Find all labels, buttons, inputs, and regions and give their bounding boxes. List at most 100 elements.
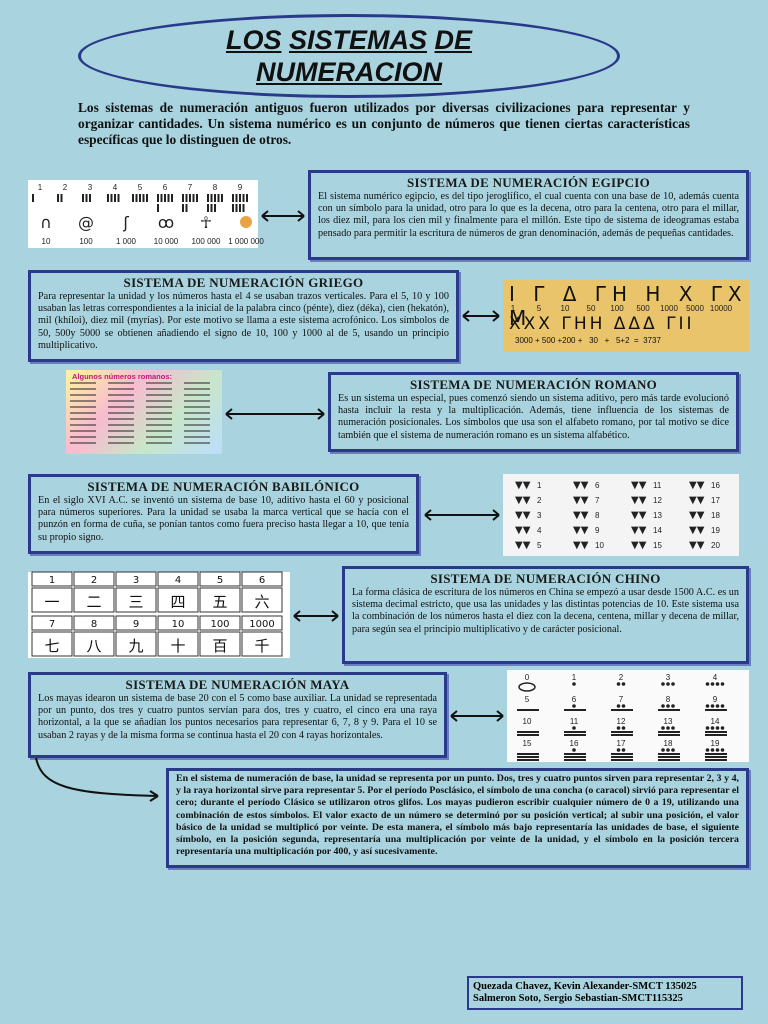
maya-dot	[572, 704, 576, 708]
egyptian-top-number: 6	[163, 183, 168, 192]
egyptian-stroke	[32, 194, 34, 202]
roman-table-entry	[108, 430, 134, 432]
egyptian-glyph: @	[78, 213, 94, 232]
maya-number: 9	[713, 695, 718, 704]
title-word: DE	[434, 25, 473, 55]
roman-table-entry	[146, 418, 172, 420]
maya-dot	[705, 748, 710, 752]
cuneiform-glyph: ▼▼	[689, 540, 705, 551]
babylonian-number: 16	[711, 481, 720, 490]
maya-bar	[705, 709, 727, 711]
griego-box: SISTEMA DE NUMERACIÓN GRIEGO Para repres…	[28, 270, 459, 362]
maya-dot	[572, 726, 576, 730]
chinese-number: 6	[259, 575, 265, 586]
maya-number: 1	[572, 673, 577, 682]
greek-value: 10000	[710, 304, 733, 313]
maya-box: SISTEMA DE NUMERACIÓN MAYA Los mayas ide…	[28, 672, 447, 758]
babylonian-number: 1	[537, 481, 542, 490]
maya-bar	[564, 756, 586, 758]
egyptian-stroke	[85, 194, 88, 202]
egipcio-box: SISTEMA DE NUMERACIÓN EGIPCIO El sistema…	[308, 170, 749, 260]
babylonian-number: 10	[595, 541, 604, 550]
egyptian-glyph: ꝏ	[158, 213, 174, 232]
maya-bar	[611, 759, 633, 761]
egyptian-stroke	[185, 204, 188, 212]
roman-table-entry	[108, 388, 134, 390]
griego-text: Para representar la unidad y los números…	[38, 291, 449, 351]
chinese-character: 八	[86, 637, 101, 655]
egyptian-stroke	[89, 194, 91, 202]
maya-bar	[658, 753, 680, 755]
chinese-character: 七	[44, 637, 59, 655]
chinese-cell	[157, 571, 199, 587]
roman-table-entry	[70, 412, 96, 414]
egyptian-stroke	[57, 194, 59, 202]
greek-value: 1000	[660, 304, 678, 313]
egyptian-glyph	[240, 216, 252, 228]
babylonian-number: 3	[537, 511, 542, 520]
chinese-number: 2	[91, 575, 97, 586]
roman-table-entry	[70, 442, 96, 444]
roman-table-entry	[146, 424, 172, 426]
maya-dot	[666, 726, 670, 730]
maya-dot	[621, 726, 626, 730]
cuneiform-glyph: ▼▼	[515, 480, 531, 491]
egyptian-top-number: 1	[38, 183, 43, 192]
title-word: LOS	[225, 25, 282, 55]
maya-dot	[720, 682, 725, 686]
egyptian-bottom-number: 1 000 000	[228, 237, 264, 246]
maya-dot	[705, 726, 710, 730]
chinese-cell	[241, 571, 283, 587]
maya-bar	[517, 759, 539, 761]
roman-table-entry	[184, 406, 210, 408]
egyptian-stroke	[182, 194, 184, 202]
babylonian-number: 19	[711, 526, 720, 535]
roman-table-entry	[146, 412, 172, 414]
cuneiform-glyph: ▼▼	[631, 480, 647, 491]
maya-bar	[658, 756, 680, 758]
maya-bar	[611, 756, 633, 758]
maya-number: 16	[570, 739, 579, 748]
egyptian-stroke	[189, 194, 191, 202]
maya-dot	[710, 726, 715, 730]
chinese-character: 千	[254, 637, 269, 655]
babylonian-numerals-svg: ▼▼1▼▼6▼▼11▼▼16▼▼2▼▼7▼▼12▼▼17▼▼3▼▼8▼▼13▼▼…	[515, 480, 720, 551]
maya-number: 18	[664, 739, 673, 748]
maya-bar	[705, 759, 727, 761]
maya-bar	[517, 731, 539, 733]
roman-table-entry	[146, 436, 172, 438]
maya-number: 14	[711, 717, 720, 726]
egyptian-glyph: ☥	[200, 213, 212, 232]
maya-dot	[715, 726, 720, 730]
egyptian-bottom-number: 1 000	[116, 237, 137, 246]
maya-number: 8	[666, 695, 671, 704]
maya-dot	[715, 748, 720, 752]
roman-numerals-image: Algunos números romanos:	[66, 370, 222, 454]
maya-dot	[572, 682, 576, 686]
egyptian-stroke	[142, 194, 145, 202]
maya-bar	[658, 709, 680, 711]
roman-table-entry	[146, 394, 172, 396]
chinese-cell	[73, 571, 115, 587]
cuneiform-glyph: ▼▼	[689, 480, 705, 491]
chinese-number: 9	[133, 619, 139, 630]
chino-box: SISTEMA DE NUMERACIÓN CHINO La forma clá…	[342, 566, 749, 664]
egyptian-stroke	[60, 194, 63, 202]
maya-bar	[564, 753, 586, 755]
roman-table-entry	[108, 418, 134, 420]
babylonian-number: 6	[595, 481, 600, 490]
cuneiform-glyph: ▼▼	[573, 540, 589, 551]
maya-number: 11	[570, 717, 579, 726]
egyptian-stroke	[146, 194, 148, 202]
chinese-character: 十	[170, 637, 185, 655]
maya-bar	[658, 731, 680, 733]
babylonian-number: 12	[653, 496, 662, 505]
roman-table-entry	[70, 406, 96, 408]
egipcio-heading: SISTEMA DE NUMERACIÓN EGIPCIO	[406, 175, 651, 190]
maya-dot	[621, 682, 626, 686]
egyptian-stroke	[157, 194, 159, 202]
